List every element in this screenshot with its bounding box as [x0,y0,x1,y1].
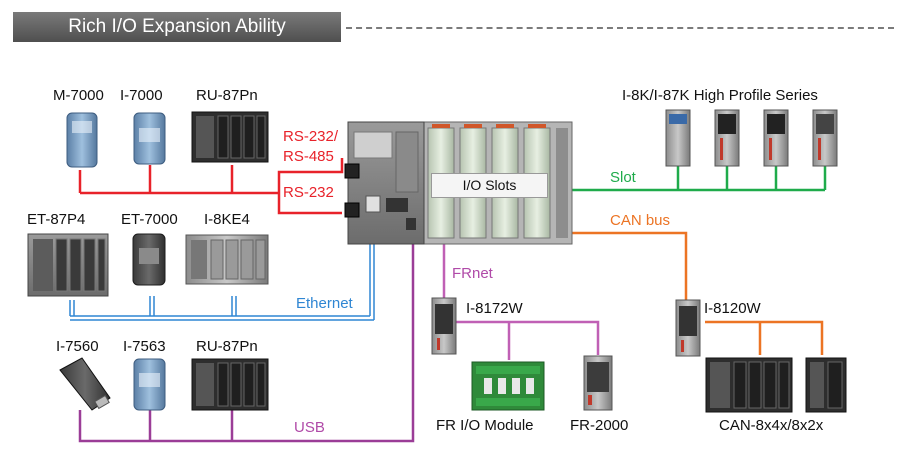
i7000-device [133,112,166,165]
io-slots-label: I/O Slots [431,173,548,198]
i7563-device [133,358,166,411]
label-et7000: ET-7000 [121,211,178,228]
et87p4-device [27,233,109,297]
label-frnet: FRnet [452,265,493,282]
i8ke4-device [185,234,269,285]
label-rs232-485-line2: RS-485 [283,148,334,165]
can8x-device-1 [705,357,793,413]
label-et87p4: ET-87P4 [27,211,86,228]
label-ru87pn-top: RU-87Pn [196,87,258,104]
m7000-device [66,112,98,168]
ru87pn-top-device [191,111,269,163]
label-i8ke4: I-8KE4 [204,211,250,228]
label-rs232: RS-232 [283,184,334,201]
label-can8x: CAN-8x4x/8x2x [719,417,824,434]
label-slot: Slot [610,169,636,186]
i8172w-device [431,297,457,355]
label-i7560: I-7560 [56,338,99,355]
usb-lines [78,230,415,443]
label-rs232-485-line1: RS-232/ [283,128,339,145]
canbus-lines [480,231,824,355]
high-profile-module-1 [665,109,691,167]
section-title: Rich I/O Expansion Ability [13,12,341,42]
i7560-device [59,357,111,411]
label-usb: USB [294,419,325,436]
ru87pn-bottom-device [191,358,269,411]
et7000-device [132,233,166,286]
slot-lines [546,166,827,192]
rs-bus-lines [78,158,344,215]
frnet-lines [442,232,600,360]
label-i7563: I-7563 [123,338,166,355]
label-m7000: M-7000 [53,87,104,104]
label-i8120w: I-8120W [704,300,761,317]
high-profile-module-3 [763,109,789,167]
label-can-bus: CAN bus [610,212,671,229]
high-profile-module-2 [714,109,740,167]
label-i7000: I-7000 [120,87,163,104]
title-divider [346,27,894,29]
can8x-device-2 [805,357,847,413]
label-i8172w: I-8172W [466,300,523,317]
label-fr-io-module: FR I/O Module [436,417,534,434]
label-fr2000: FR-2000 [570,417,629,434]
fr-io-module-device [471,361,545,411]
fr2000-device [583,355,613,411]
i8120w-device [675,299,701,357]
label-ethernet: Ethernet [296,295,353,312]
label-high-profile-series: I-8K/I-87K High Profile Series [622,87,818,104]
label-ru87pn-bottom: RU-87Pn [196,338,258,355]
high-profile-module-4 [812,109,838,167]
